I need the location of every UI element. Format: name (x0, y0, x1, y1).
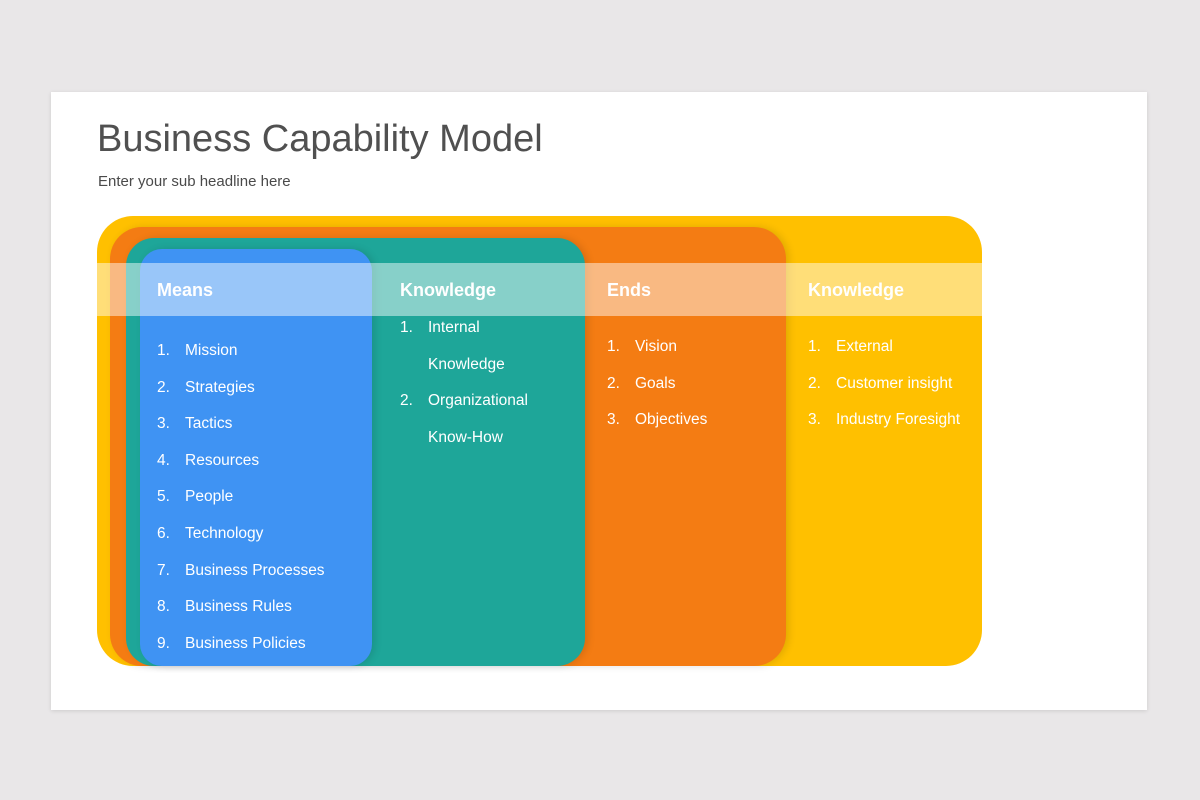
list-item: 3. Tactics (157, 414, 325, 451)
list-number: 1. (607, 338, 620, 355)
list-item: 2. Organizational Know-How (400, 383, 550, 456)
list-item-label: Technology (185, 524, 264, 542)
list-item: 1. Vision (607, 337, 707, 374)
list-number: 1. (400, 319, 413, 336)
list-number: 2. (607, 374, 620, 392)
list-item-label: Business Rules (185, 598, 292, 616)
list-item: 1. External (808, 337, 960, 374)
list-item: 5. People (157, 487, 325, 524)
list-item: 2. Strategies (157, 378, 325, 415)
column-header-knowledge-internal: Knowledge (400, 280, 497, 300)
list-item-label: Industry Foresight (836, 411, 961, 429)
list-item-label: Business Processes (185, 561, 325, 579)
ends-list: 1. Vision 2. Goals 3. Objectives (607, 337, 707, 447)
list-number: 5. (157, 488, 170, 506)
list-item-label: Customer insight (836, 374, 953, 392)
list-item: 3. Objectives (607, 410, 707, 447)
list-item-label: Business Policies (185, 634, 306, 652)
list-item: 2. Goals (607, 374, 707, 411)
list-number: 2. (157, 378, 170, 396)
list-item-label: Goals (635, 374, 676, 392)
list-item: 7. Business Processes (157, 561, 325, 598)
list-number: 8. (157, 598, 170, 616)
column-header-knowledge-external: Knowledge (808, 280, 905, 300)
column-header-ends: Ends (607, 280, 652, 300)
column-header-means: Means (157, 280, 214, 300)
list-number: 2. (808, 374, 821, 392)
list-item-label: Strategies (185, 378, 255, 396)
list-number: 3. (808, 411, 821, 429)
list-number: 2. (400, 392, 413, 410)
list-item-label: Tactics (185, 415, 233, 433)
list-item: 3. Industry Foresight (808, 410, 960, 447)
header-band (97, 263, 982, 316)
list-item: 6. Technology (157, 524, 325, 561)
list-number: 3. (157, 415, 170, 433)
list-item-label: Internal Knowledge (428, 319, 505, 373)
list-item-label: Vision (635, 338, 677, 355)
list-number: 3. (607, 411, 620, 429)
external-knowledge-list: 1. External 2. Customer insight 3. Industry… (808, 337, 960, 447)
list-item: 4. Resources (157, 451, 325, 488)
list-item-label: Resources (185, 451, 260, 469)
page-title: Business Capability Model (97, 118, 543, 160)
page-subtitle: Enter your sub headline here (98, 173, 291, 190)
list-item: 9. Business Policies (157, 634, 325, 671)
list-item-label: External (836, 338, 893, 355)
list-number: 6. (157, 524, 170, 542)
list-number: 7. (157, 561, 170, 579)
list-number: 4. (157, 451, 170, 469)
panel-means (140, 249, 372, 666)
list-number: 9. (157, 634, 170, 652)
list-item: 8. Business Rules (157, 597, 325, 634)
list-item: 1. Internal Knowledge (400, 310, 550, 383)
means-list: 1. Mission 2. Strategies 3. Tactics 4. Resou… (157, 341, 325, 670)
list-number: 1. (157, 342, 170, 359)
list-item-label: Mission (185, 342, 238, 359)
internal-knowledge-list: 1. Internal Knowledge 2. Organizational Kn… (400, 310, 550, 456)
list-number: 1. (808, 338, 821, 355)
list-item-label: People (185, 488, 234, 506)
list-item-label: Objectives (635, 411, 708, 429)
list-item: 2. Customer insight (808, 374, 960, 411)
list-item: 1. Mission (157, 341, 325, 378)
list-item-label: Organizational Know-How (428, 392, 528, 446)
